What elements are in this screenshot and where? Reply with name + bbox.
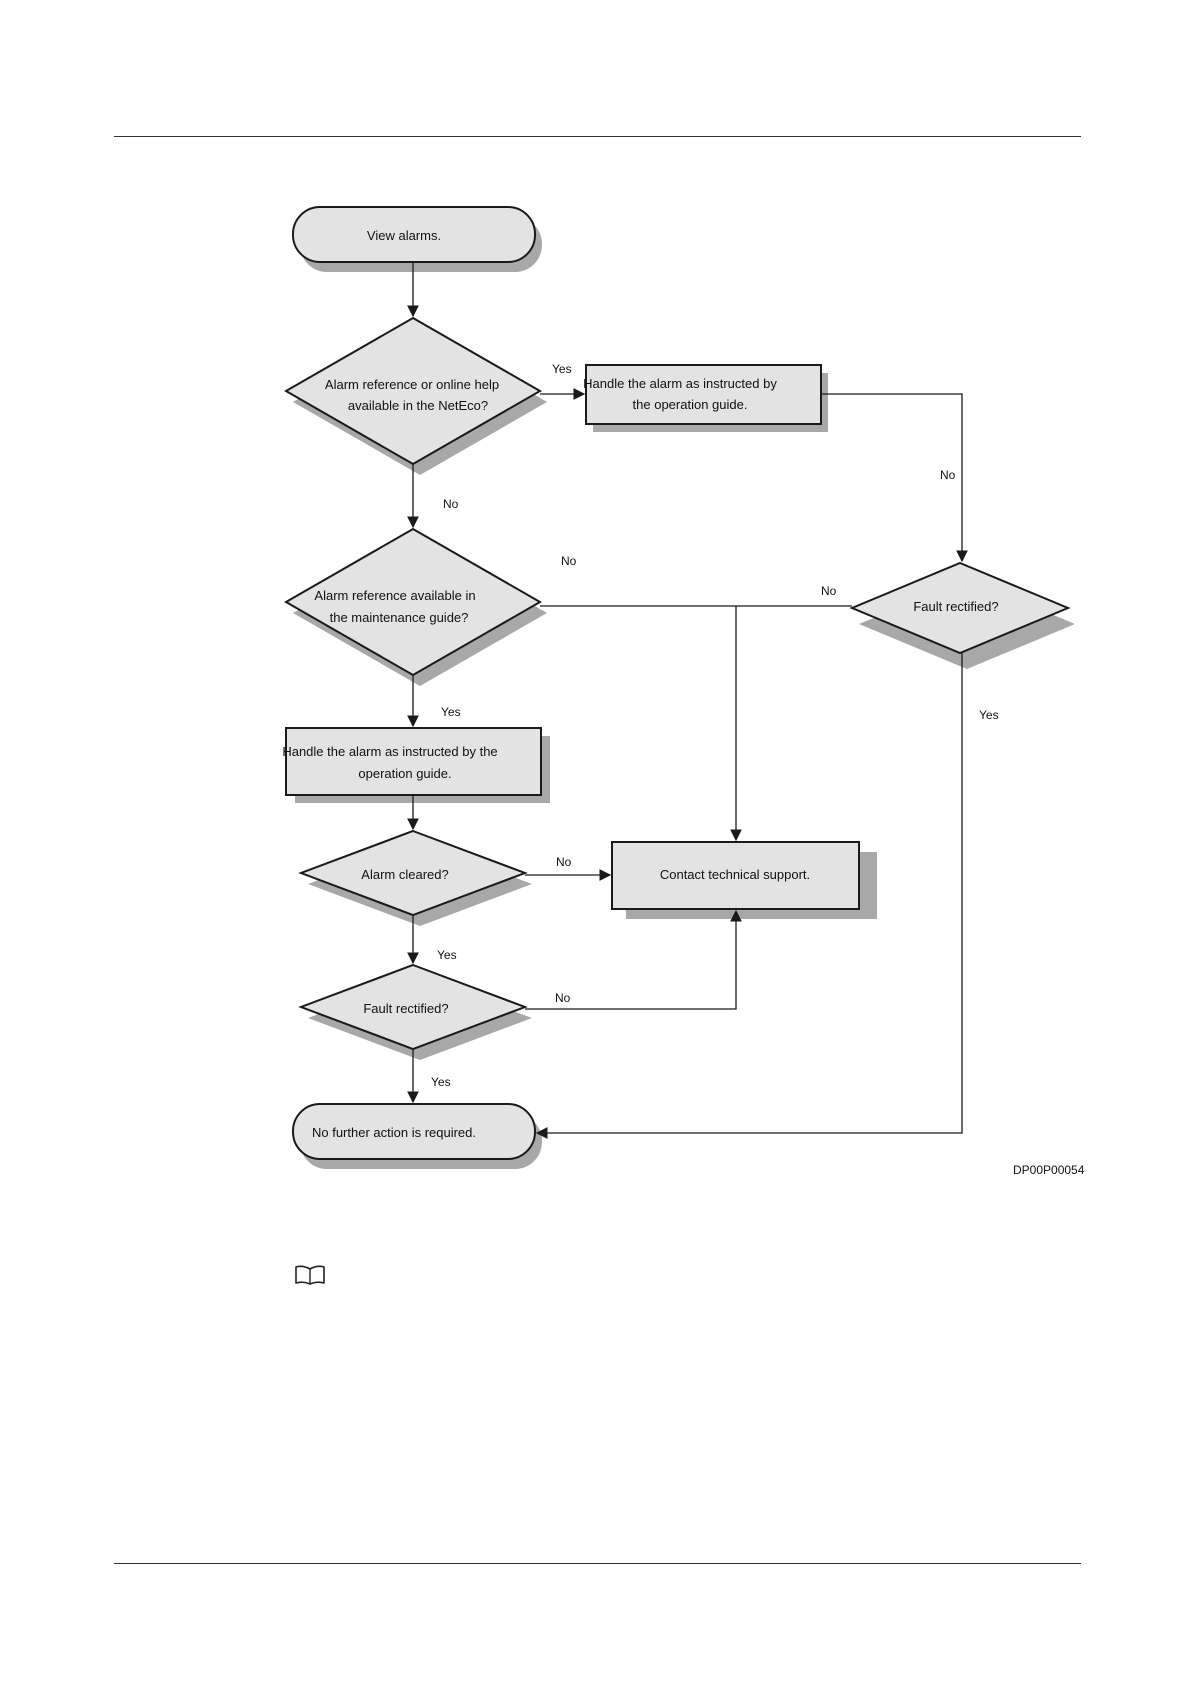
p2-label-line2: operation guide. — [358, 766, 451, 781]
label-p1-no: No — [940, 468, 956, 482]
label-d2-no: No — [561, 554, 577, 568]
end-terminal — [292, 1103, 536, 1160]
p1-label-line1: Handle the alarm as instructed by — [583, 376, 777, 391]
edge-dright-end — [535, 653, 963, 1139]
process-handle-operation-guide-left — [285, 727, 542, 796]
label-d3-no: No — [556, 855, 572, 869]
label-d1-yes: Yes — [552, 362, 572, 376]
start-terminal — [292, 206, 536, 263]
p1-label-line2: the operation guide. — [633, 397, 748, 412]
process-handle-operation-guide-top — [585, 364, 822, 425]
label-d2-yes: Yes — [441, 705, 461, 719]
d1-label-line2: available in the NetEco? — [348, 398, 488, 413]
label-d4-yes: Yes — [431, 1075, 451, 1089]
footer-rule — [114, 1563, 1081, 1564]
dright-label: Fault rectified? — [913, 599, 998, 614]
book-icon — [295, 1265, 325, 1285]
figure-id: DP00P00054 — [1013, 1163, 1085, 1177]
d2-label-line2: the maintenance guide? — [330, 610, 469, 625]
d2-label-line1: Alarm reference available in — [314, 588, 475, 603]
end-label: No further action is required. — [312, 1125, 476, 1140]
edge-p1-dright — [821, 393, 968, 563]
connectors — [407, 262, 968, 1139]
edge-d4-contact — [525, 909, 742, 1010]
contact-label: Contact technical support. — [660, 867, 810, 882]
label-d4-no: No — [555, 991, 571, 1005]
d4-label: Fault rectified? — [363, 1001, 448, 1016]
d3-label: Alarm cleared? — [361, 867, 448, 882]
process-contact-support — [611, 841, 860, 910]
label-d1-no: No — [443, 497, 459, 511]
header-rule — [114, 136, 1081, 137]
decision-fault-rectified-right — [849, 561, 1071, 655]
shapes — [283, 206, 1071, 1160]
label-dright-no: No — [821, 584, 837, 598]
edge-labels: Yes No No No No Yes Yes No Yes No Yes DP… — [431, 362, 1085, 1177]
node-labels: View alarms. Alarm reference or online h… — [282, 228, 998, 1140]
label-dright-yes: Yes — [979, 708, 999, 722]
d1-label-line1: Alarm reference or online help — [325, 377, 499, 392]
p2-label-line1: Handle the alarm as instructed by the — [282, 744, 497, 759]
start-label: View alarms. — [367, 228, 441, 243]
label-d3-yes: Yes — [437, 948, 457, 962]
